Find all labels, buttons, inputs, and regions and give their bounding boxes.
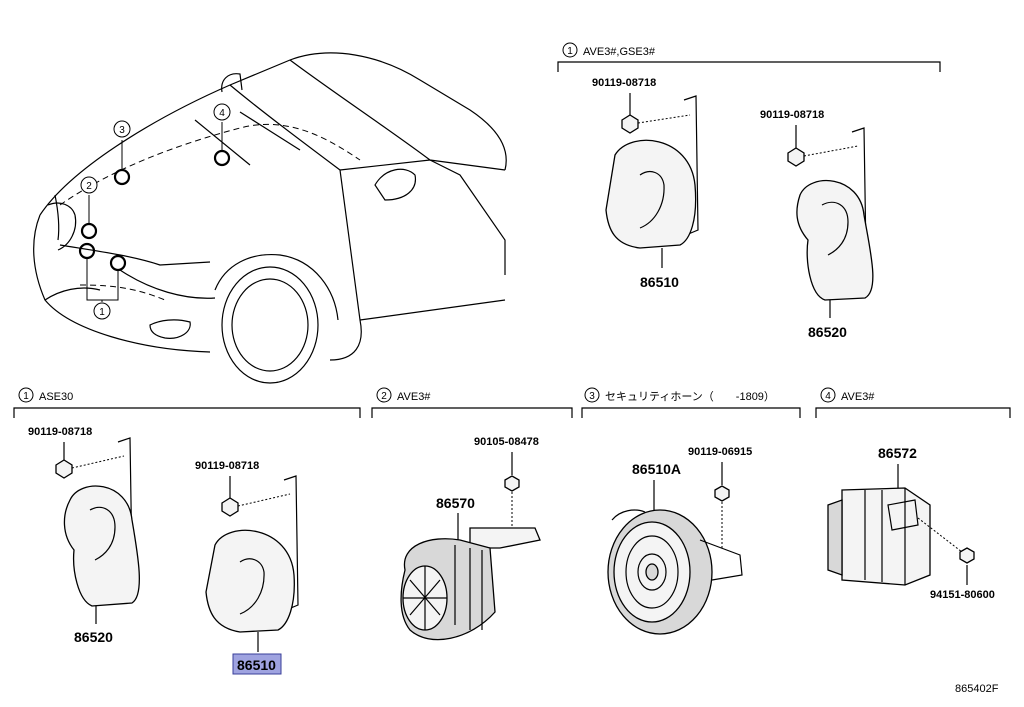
part-number: 90119-08718 bbox=[28, 426, 92, 438]
nut-icon bbox=[959, 547, 975, 564]
highlighted-part-box[interactable] bbox=[232, 653, 282, 675]
part-number: 90119-06915 bbox=[688, 446, 752, 458]
part-number: 90119-08718 bbox=[195, 460, 259, 472]
bolt-icon bbox=[504, 475, 520, 492]
bolt-icon bbox=[787, 147, 805, 167]
part-number: 86520 bbox=[808, 324, 847, 340]
part-number: 86510 bbox=[640, 274, 679, 290]
section-security-horn: 86510A 90119-06915 bbox=[607, 446, 752, 635]
section-title-ave3-2: AVE3# bbox=[397, 391, 431, 403]
horn-icon bbox=[205, 529, 295, 633]
car-callout-2: 2 bbox=[86, 181, 92, 192]
section-title-ave3-4: AVE3# bbox=[841, 391, 875, 403]
part-number: 90105-08478 bbox=[474, 436, 539, 448]
part-number: 90119-08718 bbox=[592, 77, 656, 89]
part-number: 90119-08718 bbox=[760, 109, 824, 121]
bolt-icon bbox=[55, 459, 73, 479]
part-number: 86510A bbox=[632, 461, 681, 477]
car-callout-3: 3 bbox=[119, 125, 125, 136]
svg-text:1: 1 bbox=[23, 391, 29, 402]
bolt-icon bbox=[221, 497, 239, 517]
section-ase30: 90119-08718 86520 90119-08718 86510 bbox=[28, 426, 299, 675]
section-title-ase30: ASE30 bbox=[39, 391, 73, 403]
diagram-code: 865402F bbox=[955, 683, 999, 695]
car-callout-4: 4 bbox=[219, 108, 225, 119]
svg-text:2: 2 bbox=[381, 391, 387, 402]
section-top-right: 1 AVE3#,GSE3# 90119-08718 86510 90119-08… bbox=[557, 42, 941, 340]
horn-icon bbox=[63, 485, 140, 607]
part-number: 86572 bbox=[878, 445, 917, 461]
part-number: 86570 bbox=[436, 495, 475, 511]
bolt-icon bbox=[714, 485, 730, 502]
horn-icon bbox=[605, 139, 697, 249]
part-number: 94151-80600 bbox=[930, 589, 995, 601]
section-headers-bottom: 1 ASE30 2 AVE3# 3 セキュリティホーン（ -1809） 4 AV… bbox=[13, 387, 1011, 418]
relay-icon bbox=[841, 487, 931, 586]
section-ave3-2: 90105-08478 86570 bbox=[400, 436, 541, 641]
car-callout-1: 1 bbox=[99, 307, 105, 318]
section-ave3-4: 86572 94151-80600 bbox=[827, 445, 995, 601]
section-title-security-horn: セキュリティホーン（ -1809） bbox=[605, 390, 775, 403]
horn-icon bbox=[796, 180, 874, 301]
svg-text:1: 1 bbox=[567, 46, 573, 57]
section-title-ave3-gse3: AVE3#,GSE3# bbox=[583, 46, 656, 58]
part-number: 86520 bbox=[74, 629, 113, 645]
part-number-highlighted[interactable]: 86510 bbox=[237, 657, 276, 673]
svg-text:3: 3 bbox=[589, 391, 595, 402]
svg-text:4: 4 bbox=[825, 391, 831, 402]
bolt-icon bbox=[621, 114, 639, 134]
car-illustration: 3 4 2 1 bbox=[33, 52, 507, 384]
